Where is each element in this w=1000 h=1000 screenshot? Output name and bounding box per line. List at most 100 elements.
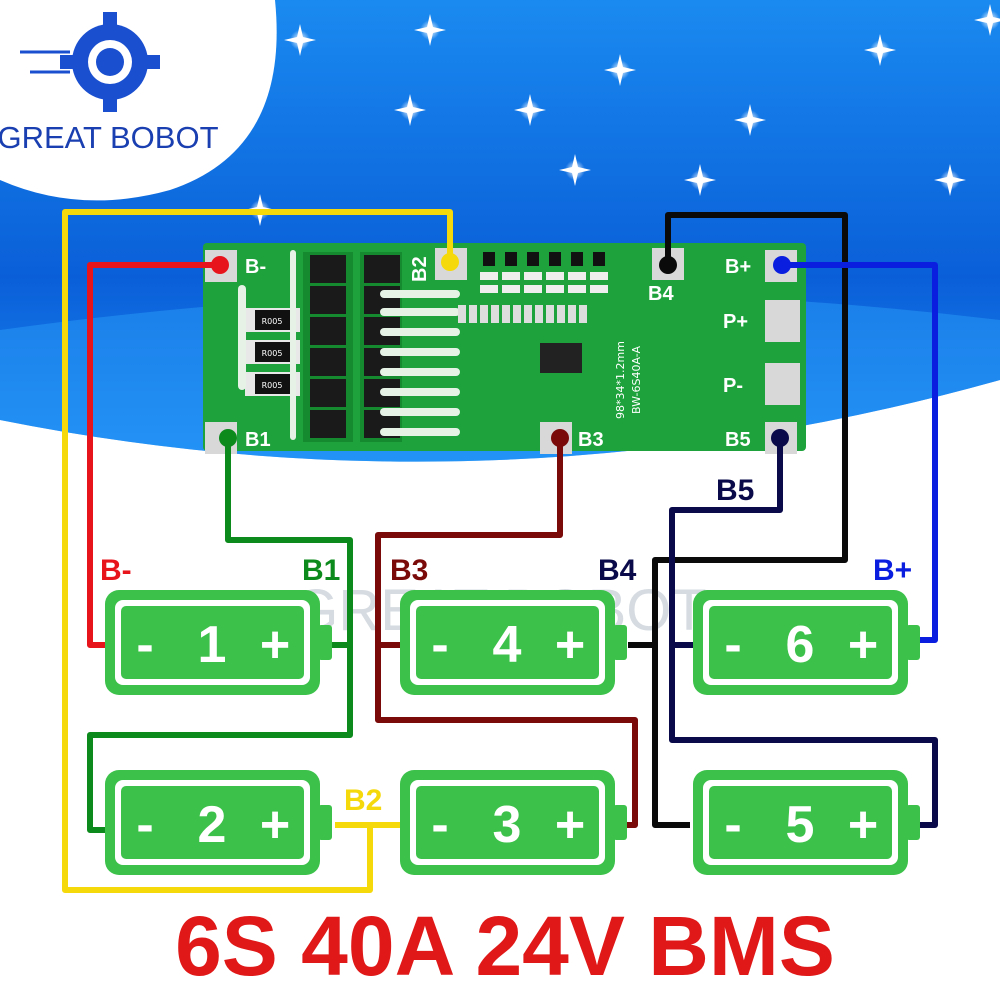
- battery-number: 4: [493, 616, 522, 674]
- mosfet: [310, 379, 346, 407]
- sparkle-icon: [934, 164, 966, 196]
- battery-cells: -1+-2+-3+-4+-5+-6+: [105, 590, 920, 875]
- battery-number: 1: [198, 616, 227, 674]
- smd-resistor: [546, 305, 554, 323]
- smd-resistor: [491, 305, 499, 323]
- battery-plus: +: [848, 796, 878, 854]
- transistor: [527, 252, 539, 266]
- pad-label-b2: B2: [409, 256, 431, 282]
- smd-resistor: [469, 305, 477, 323]
- battery-cell: -2 +: [105, 770, 332, 875]
- smd-resistor: [524, 272, 542, 280]
- wire-b3: [375, 440, 638, 828]
- battery-number: 2: [198, 796, 227, 854]
- transistor: [593, 252, 605, 266]
- smd-resistor: [535, 305, 543, 323]
- sparkle-icon: [604, 54, 636, 86]
- battery-minus: -: [136, 796, 153, 854]
- battery-number: 6: [786, 616, 815, 674]
- smd-resistor: [502, 285, 520, 293]
- battery-plus: +: [848, 616, 878, 674]
- label-b5: B5: [716, 474, 754, 507]
- mosfet: [310, 286, 346, 314]
- battery-cell: -4+: [400, 590, 627, 695]
- battery-terminal: [318, 625, 332, 660]
- mosfet: [364, 255, 400, 283]
- smd-resistor: [458, 305, 466, 323]
- smd-resistor: [502, 272, 520, 280]
- wire-b-plus: [780, 262, 938, 643]
- sparkle-icon: [559, 154, 591, 186]
- battery-minus: -: [724, 796, 741, 854]
- resistor-label: R005: [262, 349, 283, 358]
- sparkle-icon: [974, 4, 1000, 36]
- battery-terminal: [613, 805, 627, 840]
- label-b2: B2: [344, 784, 382, 817]
- smd-resistor: [524, 285, 542, 293]
- sparkle-icon: [734, 104, 766, 136]
- smd-resistor: [480, 272, 498, 280]
- brand-logo: GREAT BOBOT: [0, 0, 277, 201]
- battery-terminal: [613, 625, 627, 660]
- resistor-label: R005: [262, 381, 283, 390]
- pad-label-p-minus: P-: [723, 375, 743, 397]
- battery-cell: -5+: [693, 770, 920, 875]
- battery-cell: -6+: [693, 590, 920, 695]
- transistor: [483, 252, 495, 266]
- smd-resistor: [502, 305, 510, 323]
- sparkle-icon: [284, 24, 316, 56]
- battery-plus: +: [260, 796, 290, 854]
- pad-label-b1: B1: [245, 429, 271, 451]
- bms-pcb-board: R005 R005 R005 98*34*1.2mm BW-6S40A-A B-…: [203, 243, 806, 454]
- p-plus-pad: [765, 300, 800, 342]
- pad-label-b4: B4: [648, 283, 674, 305]
- smd-resistor: [557, 305, 565, 323]
- battery-minus: -: [431, 796, 448, 854]
- wire-b5: [669, 440, 938, 828]
- bms-chip: [540, 343, 582, 373]
- label-b3: B3: [390, 554, 428, 587]
- smd-resistor: [480, 285, 498, 293]
- mosfet: [310, 255, 346, 283]
- pad-label-b3: B3: [578, 429, 604, 451]
- wire-b4: [652, 212, 848, 828]
- smd-resistor: [590, 285, 608, 293]
- smd-resistor: [524, 305, 532, 323]
- battery-cell: -1+: [105, 590, 332, 695]
- transistor: [505, 252, 517, 266]
- smd-resistor: [568, 272, 586, 280]
- wire-b-minus: [87, 262, 220, 648]
- wire-b2: [62, 209, 453, 893]
- mosfet: [310, 410, 346, 438]
- sparkle-icon: [394, 94, 426, 126]
- battery-minus: -: [431, 616, 448, 674]
- battery-terminal: [318, 805, 332, 840]
- wires: [62, 209, 938, 893]
- label-b1: B1: [302, 554, 340, 587]
- battery-minus: -: [136, 616, 153, 674]
- sparkle-icon: [864, 34, 896, 66]
- smd-resistor: [568, 285, 586, 293]
- pcb-model-label: BW-6S40A-A: [630, 345, 643, 414]
- smd-resistor: [546, 272, 564, 280]
- smd-resistor: [579, 305, 587, 323]
- battery-terminal: [906, 625, 920, 660]
- resistor-label: R005: [262, 317, 283, 326]
- label-b4: B4: [598, 554, 637, 587]
- mosfet: [310, 348, 346, 376]
- battery-terminal: [906, 805, 920, 840]
- p-minus-pad: [765, 363, 800, 405]
- pad-label-b-plus: B+: [725, 256, 751, 278]
- product-title: 6S 40A 24V BMS: [175, 899, 835, 993]
- sparkle-icon: [514, 94, 546, 126]
- smd-resistor: [590, 272, 608, 280]
- gear-logo-icon: [20, 12, 160, 112]
- wire-b1: [87, 440, 353, 833]
- brand-name: GREAT BOBOT: [0, 120, 219, 155]
- label-b-plus: B+: [873, 554, 912, 587]
- wire-endpoints: [211, 253, 791, 447]
- sparkle-icon: [414, 14, 446, 46]
- battery-plus: +: [555, 796, 585, 854]
